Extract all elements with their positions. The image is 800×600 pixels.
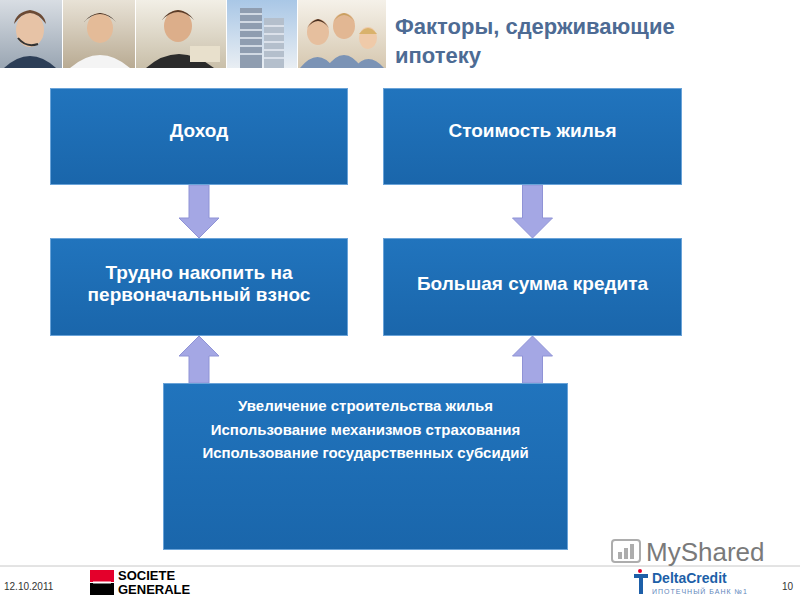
watermark-icon <box>612 540 640 562</box>
societe-generale-logo <box>90 570 114 595</box>
watermark: MyShared <box>646 538 765 567</box>
logo-text: DeltaCredit <box>652 571 727 586</box>
logo-text: GENERALE <box>118 583 190 597</box>
factor-box: Доход <box>50 88 348 185</box>
block-arrow <box>179 185 219 238</box>
factor-box: Стоимость жилья <box>383 88 682 185</box>
block-arrow <box>179 336 219 383</box>
factor-box: Большая сумма кредита <box>383 238 682 336</box>
deltacredit-icon <box>634 569 648 594</box>
box-text: Использование государственных субсидий <box>202 444 528 462</box>
slide-title: Факторы, сдерживающие ипотеку <box>395 13 705 70</box>
box-text: Большая сумма кредита <box>417 273 648 295</box>
box-text: Использование механизмов страхования <box>211 421 521 439</box>
block-arrow <box>513 336 553 383</box>
page-number: 10 <box>782 581 793 592</box>
logo-text: SOCIETE <box>118 569 175 583</box>
slide-date: 12.10.2011 <box>4 581 53 592</box>
photo-strip <box>0 0 386 68</box>
box-text: Увеличение строительства жилья <box>238 397 493 415</box>
box-text: Стоимость жилья <box>448 120 616 142</box>
box-text: Доход <box>170 120 228 142</box>
box-text: Трудно накопить на первоначальный взнос <box>65 262 333 306</box>
logo-tagline: ИПОТЕЧНЫЙ БАНК №1 <box>652 588 748 596</box>
block-arrow <box>513 185 553 238</box>
factor-box: Трудно накопить на первоначальный взнос <box>50 238 348 336</box>
measures-box: Увеличение строительства жильяИспользова… <box>163 383 568 550</box>
